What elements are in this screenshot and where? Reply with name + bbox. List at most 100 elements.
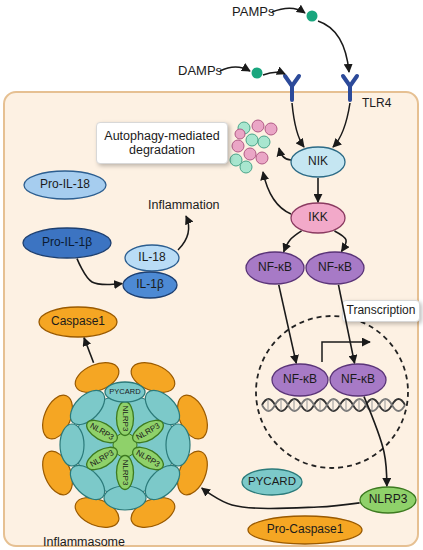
degraded-protein: [232, 140, 244, 152]
node-label: NLRP3: [120, 405, 129, 431]
ellipse-fill: [330, 364, 386, 396]
node-label: Transcription: [347, 304, 416, 318]
inflammasome-complex: InflammasomeNLRP3NLRP3NLRP3NLRP3NLRP3NLR…: [37, 357, 213, 533]
node-label: PYCARD: [248, 475, 296, 488]
degradation-arrow: [263, 172, 291, 214]
ellipse-fill: [360, 487, 416, 513]
ligand-arrow: [272, 8, 305, 13]
receptor-label: TLR4: [362, 96, 391, 110]
ellipse-fill: [39, 307, 117, 337]
node-label: NIK: [308, 155, 328, 169]
node-label: IKK: [308, 211, 327, 225]
protein-ellipse: Pro-IL-18: [23, 170, 107, 200]
protein-ellipse: IL-1β: [122, 271, 178, 299]
pycard-subunit: PYCARD: [104, 381, 146, 403]
ellipse-fill: [129, 443, 167, 475]
node-label: PYCARD: [109, 388, 140, 397]
node-label: NF-κB: [283, 373, 317, 387]
degraded-protein: [246, 134, 258, 146]
protein-ellipse: IL-18: [124, 244, 180, 272]
ellipse-fill: [306, 252, 364, 284]
node-label: Pro-Caspase1: [267, 523, 344, 537]
ligand-arrow: [263, 72, 285, 75]
ligand-dot: [252, 68, 263, 79]
pycard-petal: [166, 424, 190, 466]
outcome-label: Inflammation: [148, 198, 220, 212]
protein-ellipse: NF-κB: [305, 251, 365, 285]
arrow-connector: [202, 488, 360, 508]
ellipse-fill: [291, 203, 345, 233]
release-arrow: [178, 216, 189, 250]
ligand-arrow: [318, 21, 349, 72]
protein-ellipse: NF-κB: [245, 251, 305, 285]
degraded-protein: [252, 120, 264, 132]
node-label: NF-κB: [318, 261, 352, 275]
note-box: Transcription: [342, 300, 420, 322]
arrow-connector: [334, 231, 346, 251]
note-box: Autophagy-mediated degradation: [96, 122, 228, 164]
node-label: IL-18: [138, 251, 165, 265]
arrow-connector: [284, 231, 302, 252]
protein-ellipse: Pro-IL-1β: [22, 227, 112, 259]
dna-strand: [262, 399, 405, 411]
degraded-protein: [265, 123, 277, 135]
signal-arrow: [333, 103, 350, 147]
ellipse-fill: [117, 401, 134, 435]
protein-ellipse: PYCARD: [241, 468, 303, 496]
ellipse-fill: [123, 272, 177, 298]
degraded-protein: [235, 129, 245, 139]
nucleus-outline: [256, 316, 408, 468]
ligand-arrow: [220, 67, 250, 71]
ellipse-fill: [105, 382, 145, 402]
ellipse-fill: [248, 516, 362, 544]
pattern-label: DAMPs: [178, 63, 222, 78]
ligand-dot: [307, 11, 318, 22]
arrow-connector: [338, 285, 354, 363]
dna-strand: [262, 399, 405, 411]
degraded-protein: [258, 136, 270, 148]
receptor-symbol: [285, 76, 299, 100]
ellipse-fill: [24, 171, 106, 199]
node-label: Pro-IL-18: [40, 178, 90, 192]
protein-ellipse: NF-κB: [271, 363, 329, 397]
node-label: Pro-IL-1β: [42, 236, 92, 250]
degradation-arrow: [279, 148, 291, 160]
ellipse-fill: [83, 416, 121, 448]
arrow-connector: [77, 259, 122, 285]
arrow-connector: [317, 178, 319, 202]
signal-arrow: [292, 103, 304, 147]
ellipse-fill: [291, 147, 345, 177]
ellipse-fill: [272, 364, 328, 396]
node-label: NF-κB: [341, 373, 375, 387]
node-label: IL-1β: [136, 278, 164, 292]
protein-ellipse: Pro-Caspase1: [247, 515, 363, 545]
pycard-petal: [60, 424, 84, 466]
dna-rungs: [268, 399, 385, 411]
arrow-connector: [84, 338, 94, 363]
degraded-protein: [244, 148, 256, 160]
arrow-connector: [364, 397, 387, 486]
nlrp3-subunit: NLRP3: [116, 400, 135, 436]
nlrp3-subunit: NLRP3: [116, 454, 135, 490]
degraded-protein: [240, 161, 252, 173]
complex-title: Inflammasome: [43, 535, 125, 549]
degradation-cluster: [230, 120, 277, 173]
receptor-symbol: [343, 76, 357, 100]
node-label: NLRP3: [369, 493, 408, 507]
transcription-arrow: [322, 342, 370, 362]
ellipse-fill: [83, 443, 121, 475]
ellipse-fill: [246, 252, 304, 284]
node-label: Caspase1: [51, 315, 105, 329]
protein-ellipse: NLRP3: [359, 486, 417, 514]
ellipse-fill: [129, 416, 167, 448]
ellipse-fill: [117, 455, 134, 489]
protein-ellipse: Caspase1: [38, 306, 118, 338]
protein-ellipse: NF-κB: [329, 363, 387, 397]
arrow-connector: [279, 285, 296, 363]
node-label: Autophagy-mediated degradation: [101, 129, 223, 158]
ellipse-fill: [23, 228, 111, 258]
degraded-protein: [256, 152, 268, 164]
protein-ellipse: IKK: [290, 202, 346, 234]
